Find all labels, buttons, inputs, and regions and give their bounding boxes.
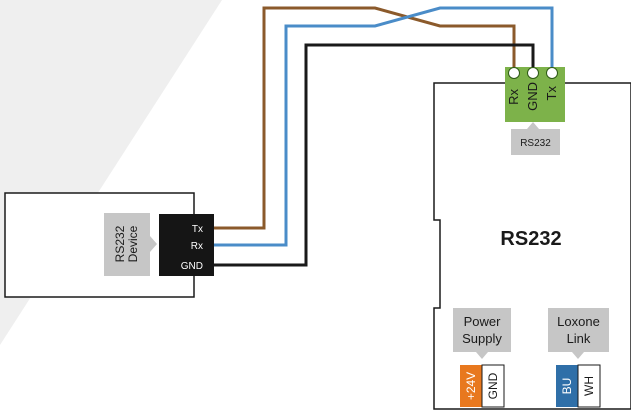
loxone-link-label-line2: Link [567, 331, 591, 346]
rs232-device: RS232 Device Tx Rx GND [4, 192, 214, 298]
extension-title: RS232 [500, 228, 561, 250]
power-pin-24v [460, 365, 482, 407]
power-pin-gnd-label: GND [486, 372, 500, 399]
loxone-link-label-line1: Loxone [557, 314, 600, 329]
device-pin-gnd: GND [181, 261, 203, 272]
terminal-callout-label: RS232 [520, 138, 551, 149]
loxone-link-label-box [548, 308, 609, 359]
extension-pin-gnd: GND [525, 82, 540, 111]
device-label-line1: RS232 [113, 225, 127, 262]
extension-pin-rx: Rx [506, 89, 521, 105]
device-pin-rx: Rx [191, 241, 203, 252]
terminal-callout-box [511, 122, 560, 155]
wire-gnd-to-gnd [214, 43, 535, 267]
link-pin-wh-label: WH [582, 376, 596, 396]
link-pin-bu-label: BU [560, 378, 574, 395]
power-supply-label-line2: Supply [462, 331, 502, 346]
terminal-screw-tx [546, 67, 558, 79]
power-pin-gnd [481, 364, 505, 408]
terminal-screw-gnd [527, 67, 539, 79]
device-terminal-block [159, 214, 214, 276]
extension-pin-tx: Tx [544, 86, 559, 101]
link-pin-bu [556, 365, 578, 407]
wire-tx-to-rx [214, 6, 516, 230]
power-pin-24v-label: +24V [464, 372, 478, 400]
link-pin-wh [577, 364, 601, 408]
power-supply-label-box [453, 308, 511, 359]
wire-rx-to-tx [214, 6, 554, 247]
rs232-extension: Rx GND Tx RS232 RS232 Power Supply +24V … [433, 67, 631, 410]
device-pin-tx: Tx [192, 224, 203, 235]
device-label-box [104, 213, 157, 276]
terminal-screw-rx [508, 67, 520, 79]
power-supply-label-line1: Power [464, 314, 502, 329]
device-label-line2: Device [126, 225, 140, 262]
